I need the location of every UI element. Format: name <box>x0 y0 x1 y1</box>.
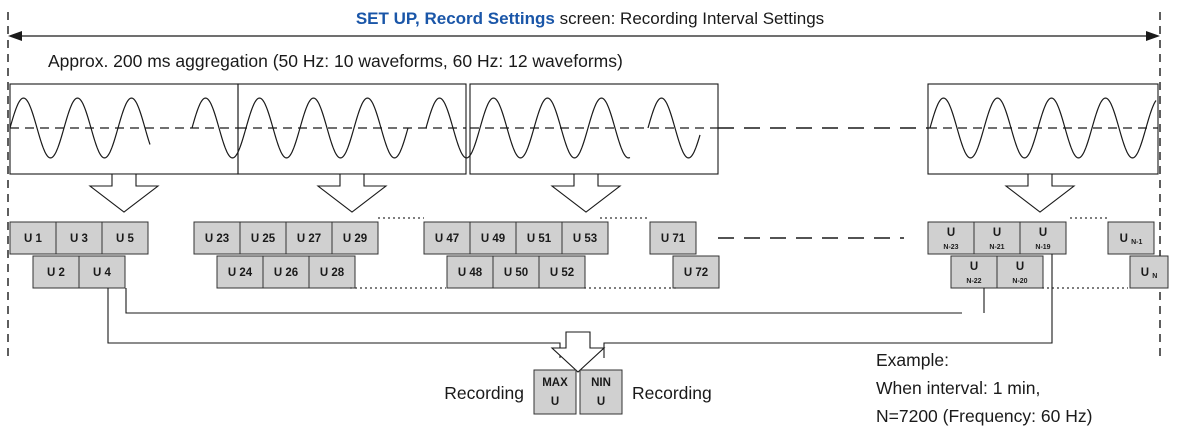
measurement-cell-label: U 28 <box>320 267 345 279</box>
min-label: NIN <box>591 377 611 389</box>
min-u-label: U <box>597 396 605 408</box>
measurement-cell <box>446 255 494 289</box>
example-heading: Example: <box>876 350 949 370</box>
connector-outer-left <box>107 288 561 358</box>
measurement-cell-subscript: N-22 <box>966 278 981 285</box>
connector-inner-horizontal <box>125 288 962 314</box>
measurement-cell-label: U 71 <box>661 233 686 245</box>
measurement-cell-label: U 3 <box>70 233 88 245</box>
recording-label-right: Recording <box>632 383 712 403</box>
max-recording-box <box>533 369 577 415</box>
max-label: MAX <box>542 377 568 389</box>
measurement-cell <box>9 221 57 255</box>
measurement-cell <box>1129 255 1169 289</box>
measurement-cell-label: U <box>970 261 978 273</box>
measurement-cell-label: U 29 <box>343 233 367 245</box>
measurement-cell-label: U 50 <box>504 267 528 279</box>
aggregation-note: Approx. 200 ms aggregation (50 Hz: 10 wa… <box>48 51 623 71</box>
measurement-cell-subscript: N-21 <box>989 244 1004 251</box>
measurement-cell <box>927 221 975 255</box>
example-line-2: N=7200 (Frequency: 60 Hz) <box>876 406 1092 426</box>
aggregation-arrow-icon <box>88 173 160 213</box>
aggregation-window <box>927 83 1159 175</box>
measurement-cell <box>308 255 356 289</box>
measurement-cell <box>55 221 103 255</box>
aggregation-window <box>9 83 239 175</box>
arrowhead-right-icon <box>1146 31 1160 41</box>
measurement-cell <box>672 255 720 289</box>
measurement-cell-label: U 51 <box>527 233 552 245</box>
measurement-cell-label: U 1 <box>24 233 43 245</box>
measurement-cell-label: U 2 <box>47 267 65 279</box>
block-arrows <box>88 173 1076 213</box>
measurement-cell-label: U 26 <box>274 267 298 279</box>
title-description: screen: Recording Interval Settings <box>555 9 824 28</box>
measurement-cell-label: U 24 <box>228 267 253 279</box>
measurement-cell <box>262 255 310 289</box>
min-recording-box <box>579 369 623 415</box>
aggregation-arrow-icon <box>1004 173 1076 213</box>
waveform-trace <box>9 97 151 159</box>
example-line-1: When interval: 1 min, <box>876 378 1040 398</box>
measurement-cell-label: U 4 <box>93 267 112 279</box>
aggregation-window <box>237 83 467 175</box>
measurement-cell-label: U 53 <box>573 233 597 245</box>
measurement-cell-label: U <box>1039 227 1047 239</box>
measurement-cell-subscript: N-20 <box>1012 278 1027 285</box>
max-u-label: U <box>551 396 559 408</box>
measurement-cell <box>561 221 609 255</box>
title-screen-name: SET UP, Record Settings <box>356 9 555 28</box>
measurement-cell <box>239 221 287 255</box>
measurement-cell <box>1019 221 1067 255</box>
measurement-cell <box>492 255 540 289</box>
measurement-cell <box>996 255 1044 289</box>
merge-arrow-icon <box>550 331 606 373</box>
measurement-cell <box>423 221 471 255</box>
measurement-cell <box>32 255 80 289</box>
measurement-cell <box>1107 221 1155 255</box>
measurement-cell <box>331 221 379 255</box>
waveform-group <box>9 83 1159 175</box>
measurement-cell <box>193 221 241 255</box>
aggregation-arrow-icon <box>550 173 622 213</box>
measurement-cell <box>515 221 563 255</box>
measurement-cell <box>973 221 1021 255</box>
recording-label-left: Recording <box>444 383 524 403</box>
measurement-cell-label: U 72 <box>684 267 708 279</box>
measurement-cell-label: U 49 <box>481 233 505 245</box>
measurement-cell-label: U 47 <box>435 233 459 245</box>
waveform-trace <box>647 97 701 159</box>
measurement-cell-label: U 25 <box>251 233 276 245</box>
measurement-cell <box>78 255 126 289</box>
measurement-cell-label: U 23 <box>205 233 229 245</box>
measurement-cell-label: U <box>947 227 955 239</box>
measurement-cell-label: U <box>993 227 1001 239</box>
measurement-cell <box>950 255 998 289</box>
measurement-cell <box>101 221 149 255</box>
waveform-trace <box>929 97 1157 159</box>
measurement-cell-subscript: N-23 <box>943 244 958 251</box>
cell-group: U 1 U 3 U 5 U 23 U 25 U 27 U 29 U 47 U 49 U 51 U 5… <box>9 221 1169 289</box>
waveform-trace <box>425 97 631 159</box>
arrowhead-left-icon <box>8 31 22 41</box>
measurement-cell-label: U 27 <box>297 233 321 245</box>
measurement-cell-label: U 48 <box>458 267 483 279</box>
measurement-cell-label: U <box>1016 261 1024 273</box>
measurement-cell-label: U 5 <box>116 233 135 245</box>
measurement-cell <box>538 255 586 289</box>
measurement-cell <box>649 221 697 255</box>
diagram-title: SET UP, Record Settings screen: Recordin… <box>356 9 824 28</box>
measurement-cell-label: U 52 <box>550 267 574 279</box>
connector-outer-right <box>603 254 1053 358</box>
aggregation-arrow-icon <box>316 173 388 213</box>
measurement-cell <box>216 255 264 289</box>
measurement-cell-subscript: N-19 <box>1035 244 1050 251</box>
